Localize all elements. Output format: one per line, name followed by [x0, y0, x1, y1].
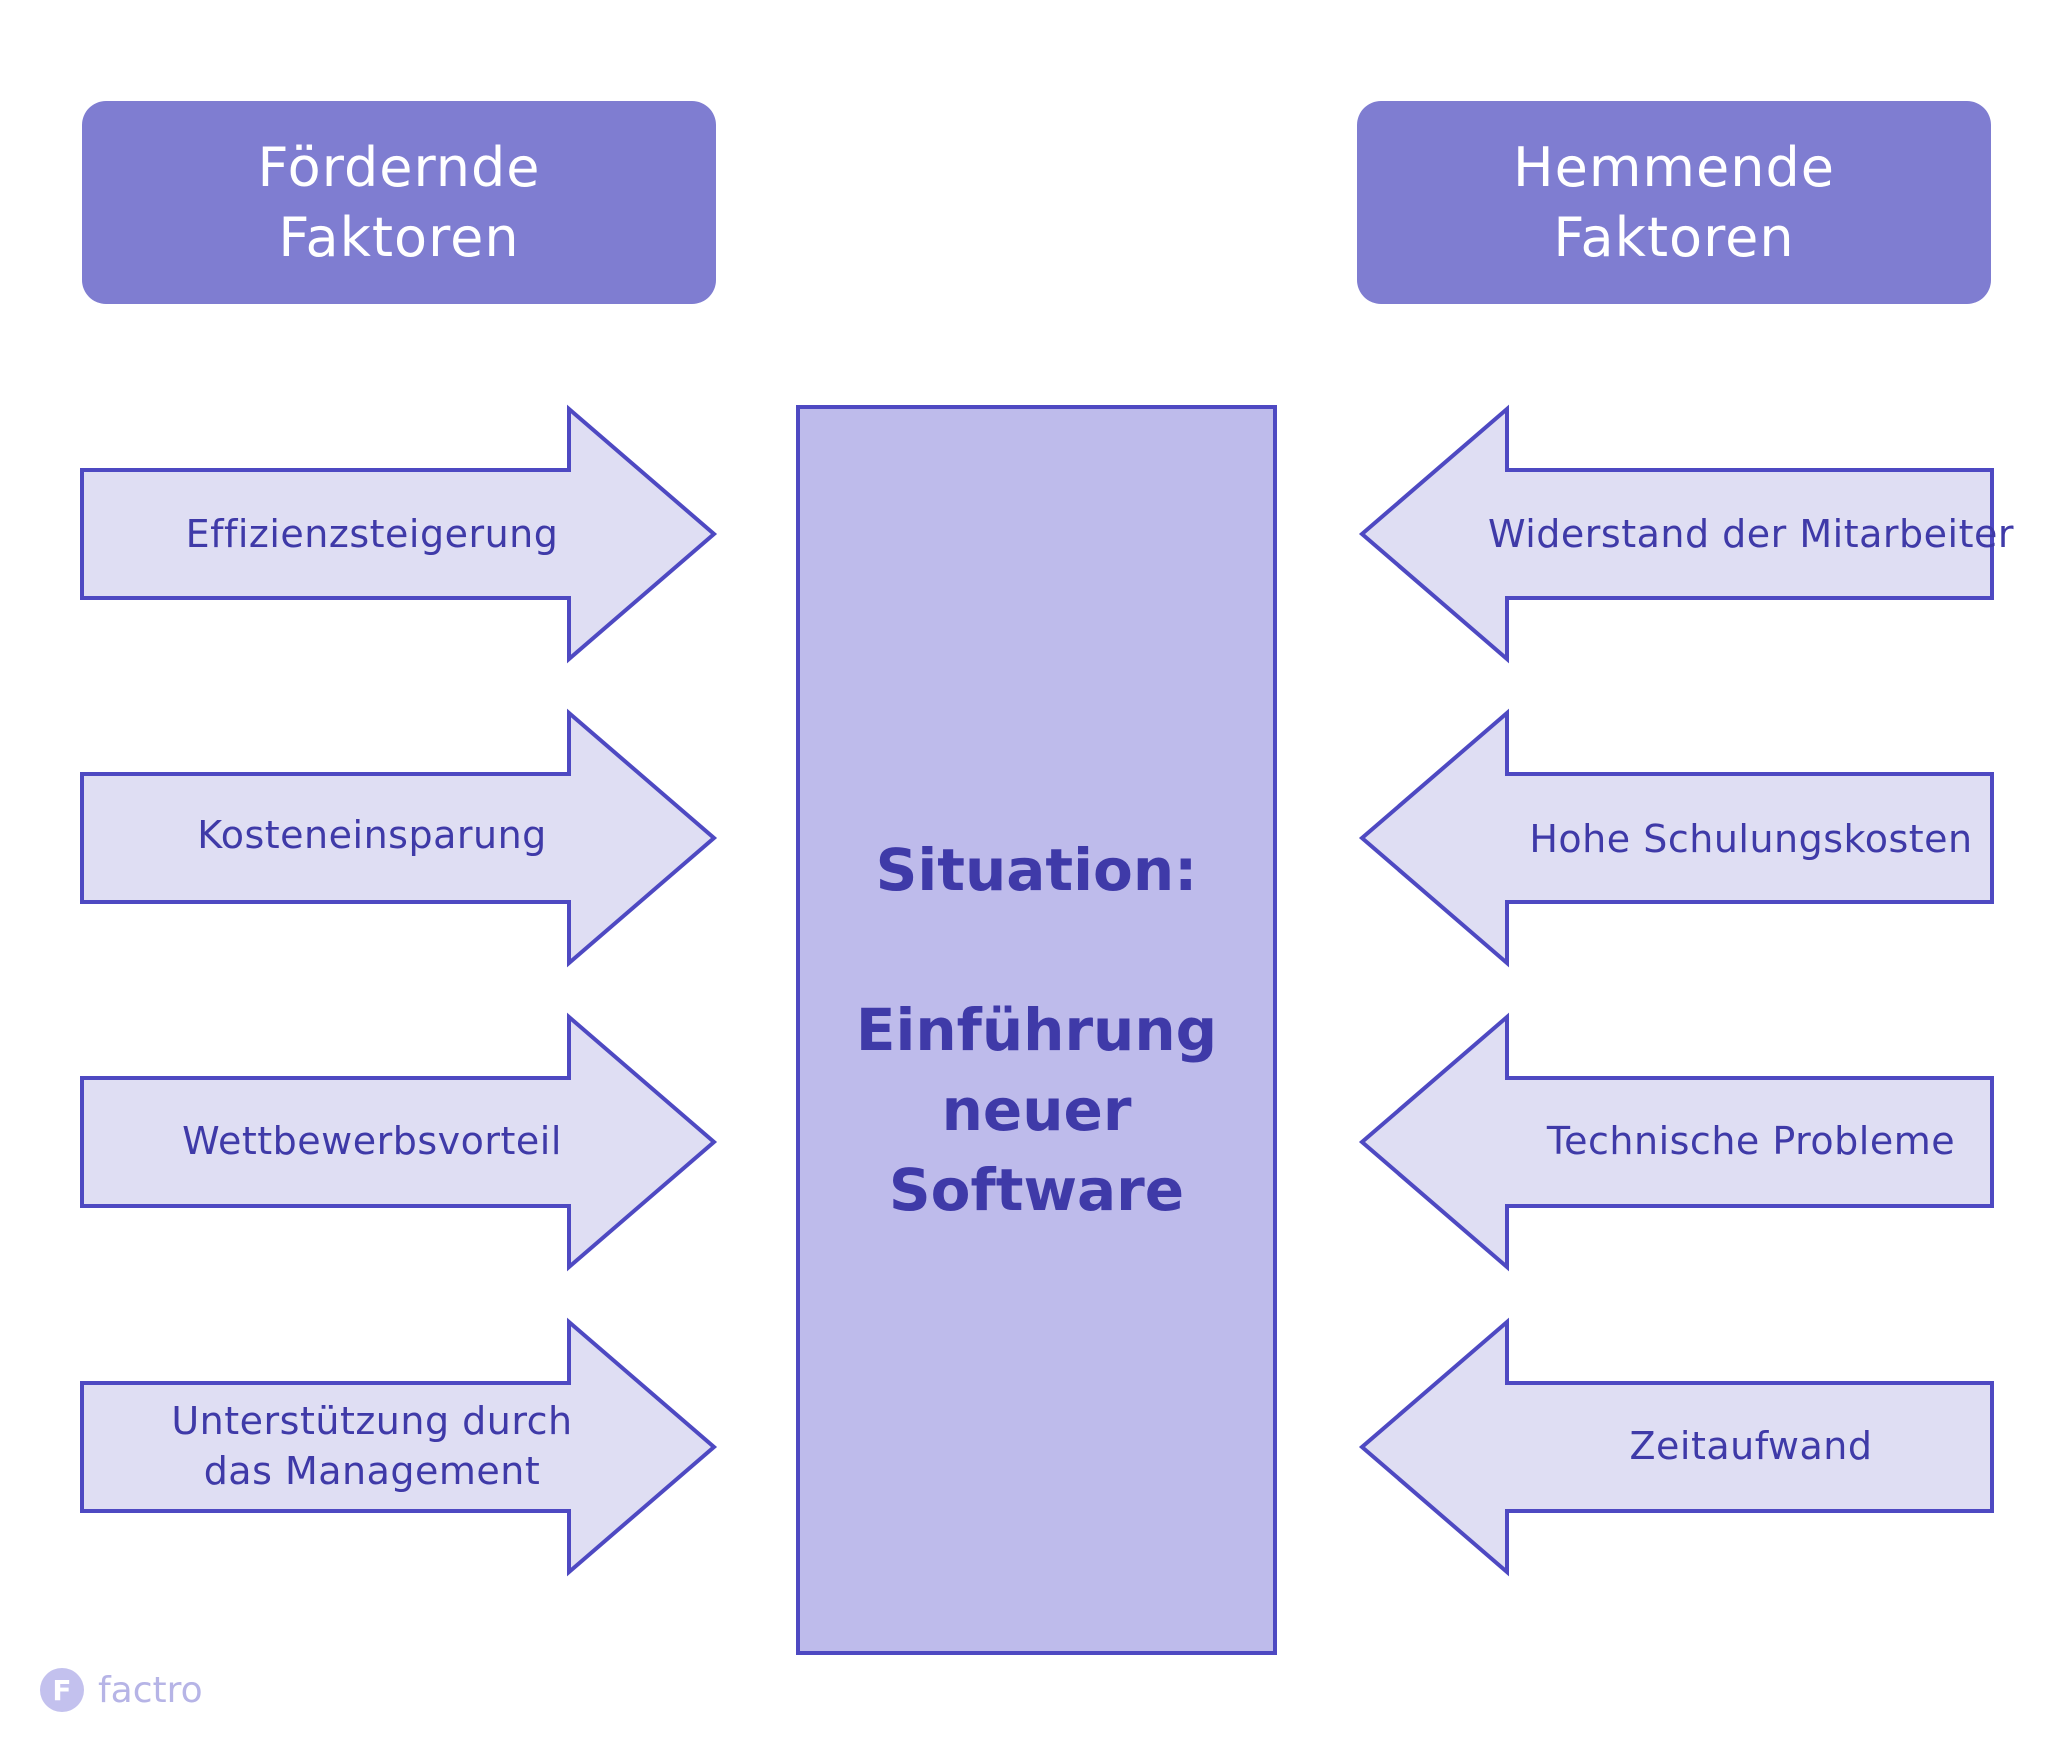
factro-logo-icon: F — [40, 1668, 84, 1712]
situation-line-1: Einführung — [855, 996, 1218, 1064]
left-arrow-label-4: Unterstützung durch das Management — [82, 1382, 662, 1510]
right-arrow-2 — [1358, 708, 1994, 968]
left-arrow-label-1: Effizienzsteigerung — [82, 470, 662, 598]
left-arrow-4 — [80, 1317, 718, 1577]
right-arrow-label-4: Zeitaufwand — [1445, 1382, 2057, 1510]
header-left-line-2: Faktoren — [278, 205, 520, 269]
right-arrow-3-text: Technische Probleme — [1546, 1119, 1956, 1163]
left-arrow-2 — [80, 708, 718, 968]
header-left-line-1: Fördernde — [257, 135, 541, 199]
right-arrow-label-1: Widerstand der Mitarbeiter — [1445, 470, 2057, 598]
header-right-line-2: Faktoren — [1553, 205, 1795, 269]
situation-line-3: Software — [888, 1156, 1185, 1224]
right-arrow-2-text: Hohe Schulungskosten — [1529, 817, 1973, 861]
situation-text: Situation: Einführung neuer Software — [798, 407, 1275, 1653]
header-right-line-1: Hemmende — [1513, 135, 1835, 199]
left-arrow-label-2: Kosteneinsparung — [82, 771, 662, 899]
situation-line-2: neuer — [941, 1076, 1132, 1144]
situation-title: Situation: — [875, 836, 1198, 904]
left-arrow-1 — [80, 404, 718, 664]
left-arrow-3-text: Wettbewerbsvorteil — [182, 1119, 562, 1163]
situation-box — [796, 405, 1277, 1655]
right-arrow-1 — [1358, 404, 1994, 664]
right-arrow-3 — [1358, 1012, 1994, 1272]
left-arrow-4-text-2: das Management — [203, 1449, 541, 1493]
factro-logo: F factro — [40, 1668, 203, 1712]
left-arrow-4-text-1: Unterstützung durch — [171, 1399, 573, 1443]
left-arrow-3 — [80, 1012, 718, 1272]
left-arrow-2-text: Kosteneinsparung — [197, 813, 547, 857]
left-arrow-1-text: Effizienzsteigerung — [185, 512, 559, 556]
left-arrow-label-3: Wettbewerbsvorteil — [82, 1077, 662, 1205]
right-arrow-4-text: Zeitaufwand — [1629, 1424, 1873, 1468]
header-hemmende-faktoren: Hemmende Faktoren — [1357, 101, 1991, 304]
right-arrow-1-text: Widerstand der Mitarbeiter — [1488, 512, 2014, 556]
header-foerdernde-faktoren: Fördernde Faktoren — [82, 101, 716, 304]
factro-logo-text: factro — [98, 1669, 203, 1711]
right-arrow-4 — [1358, 1317, 1994, 1577]
right-arrow-label-3: Technische Probleme — [1445, 1077, 2057, 1205]
right-arrow-label-2: Hohe Schulungskosten — [1445, 775, 2057, 903]
